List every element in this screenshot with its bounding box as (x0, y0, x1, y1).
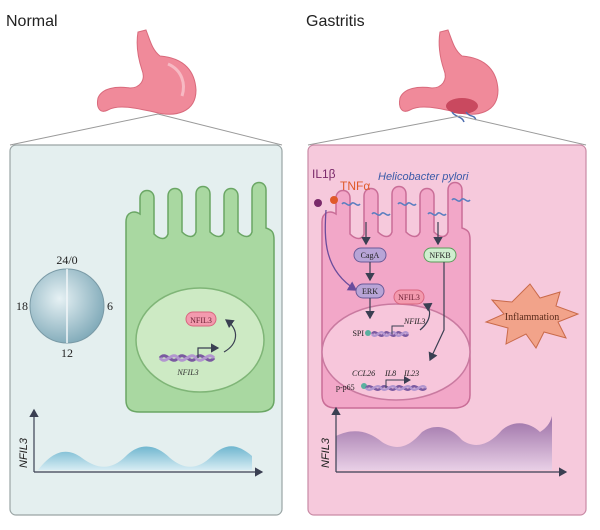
normal-nucleus (135, 287, 265, 393)
normal-graph-ylabel: NFIL3 (18, 437, 30, 468)
clock-label-top: 24/0 (56, 253, 77, 267)
nfkb-label: NFKB (429, 251, 450, 260)
inflammation-label: Inflammation (505, 312, 559, 323)
clock-label-left: 18 (16, 299, 28, 313)
helicobacter-pylori-icons (341, 198, 471, 216)
clock-label-bottom: 12 (61, 346, 73, 360)
normal-expression-graph (29, 408, 264, 477)
p65-label: p-p65 (336, 383, 355, 392)
gastritis-nfil3-dna (370, 331, 410, 337)
gastritis-translation-arrow (419, 302, 433, 331)
tnfa-molecule (330, 196, 338, 204)
caga-label: CagA (361, 251, 380, 260)
normal-panel: Normal NFIL3 NFIL3 24/0 6 (6, 13, 283, 516)
normal-nfil3-protein-label: NFIL3 (190, 316, 212, 325)
gastritis-nfil3-tss (391, 325, 404, 334)
erk-label: ERK (362, 287, 378, 296)
normal-dna-helix (158, 354, 216, 362)
normal-translation-arrow (223, 319, 237, 353)
normal-title: Normal (6, 13, 58, 30)
spi-dot (365, 330, 371, 336)
gastritis-nfil3-gene-label: NFIL3 (403, 317, 425, 326)
gene-il23-label: IL23 (403, 369, 419, 378)
spi-label: SPI (352, 329, 364, 338)
cytokine-tnfa-label: TNFα (340, 179, 370, 193)
cytokine-il1b-label: IL1β (312, 167, 336, 181)
gastritis-nfil3-protein (393, 289, 425, 305)
normal-transcription-arrow (197, 343, 220, 358)
clock-label-right: 6 (107, 299, 113, 313)
gastritis-expression-graph (331, 406, 568, 477)
normal-nfil3-protein (185, 311, 217, 327)
gene-ccl26-label: CCL26 (352, 369, 375, 378)
gastritis-target-dna (365, 385, 427, 391)
nfkb-to-genes-arrow (428, 262, 445, 362)
il1b-molecule (314, 199, 322, 207)
normal-circadian-clock (29, 268, 105, 344)
gastritis-nucleus (321, 303, 471, 401)
normal-stomach (97, 29, 197, 115)
helicobacter-pylori-label: Helicobacter pylori (378, 171, 469, 183)
gastritis-title: Gastritis (306, 13, 365, 30)
gastritis-panel: Gastritis IL1β TNFα Helicobacter pylori (306, 13, 587, 516)
gene-il8-label: IL8 (384, 369, 396, 378)
normal-nfil3-gene-label: NFIL3 (176, 368, 198, 377)
inflammation-burst (484, 283, 580, 349)
gastritis-nfil3-protein-label: NFIL3 (398, 293, 420, 302)
gastritis-graph-ylabel: NFIL3 (320, 437, 332, 468)
nfkb-node (423, 247, 457, 263)
cytokine-to-erk-arrow (324, 209, 358, 291)
gastritis-target-tss (385, 376, 411, 388)
gastritis-stomach (399, 29, 499, 123)
